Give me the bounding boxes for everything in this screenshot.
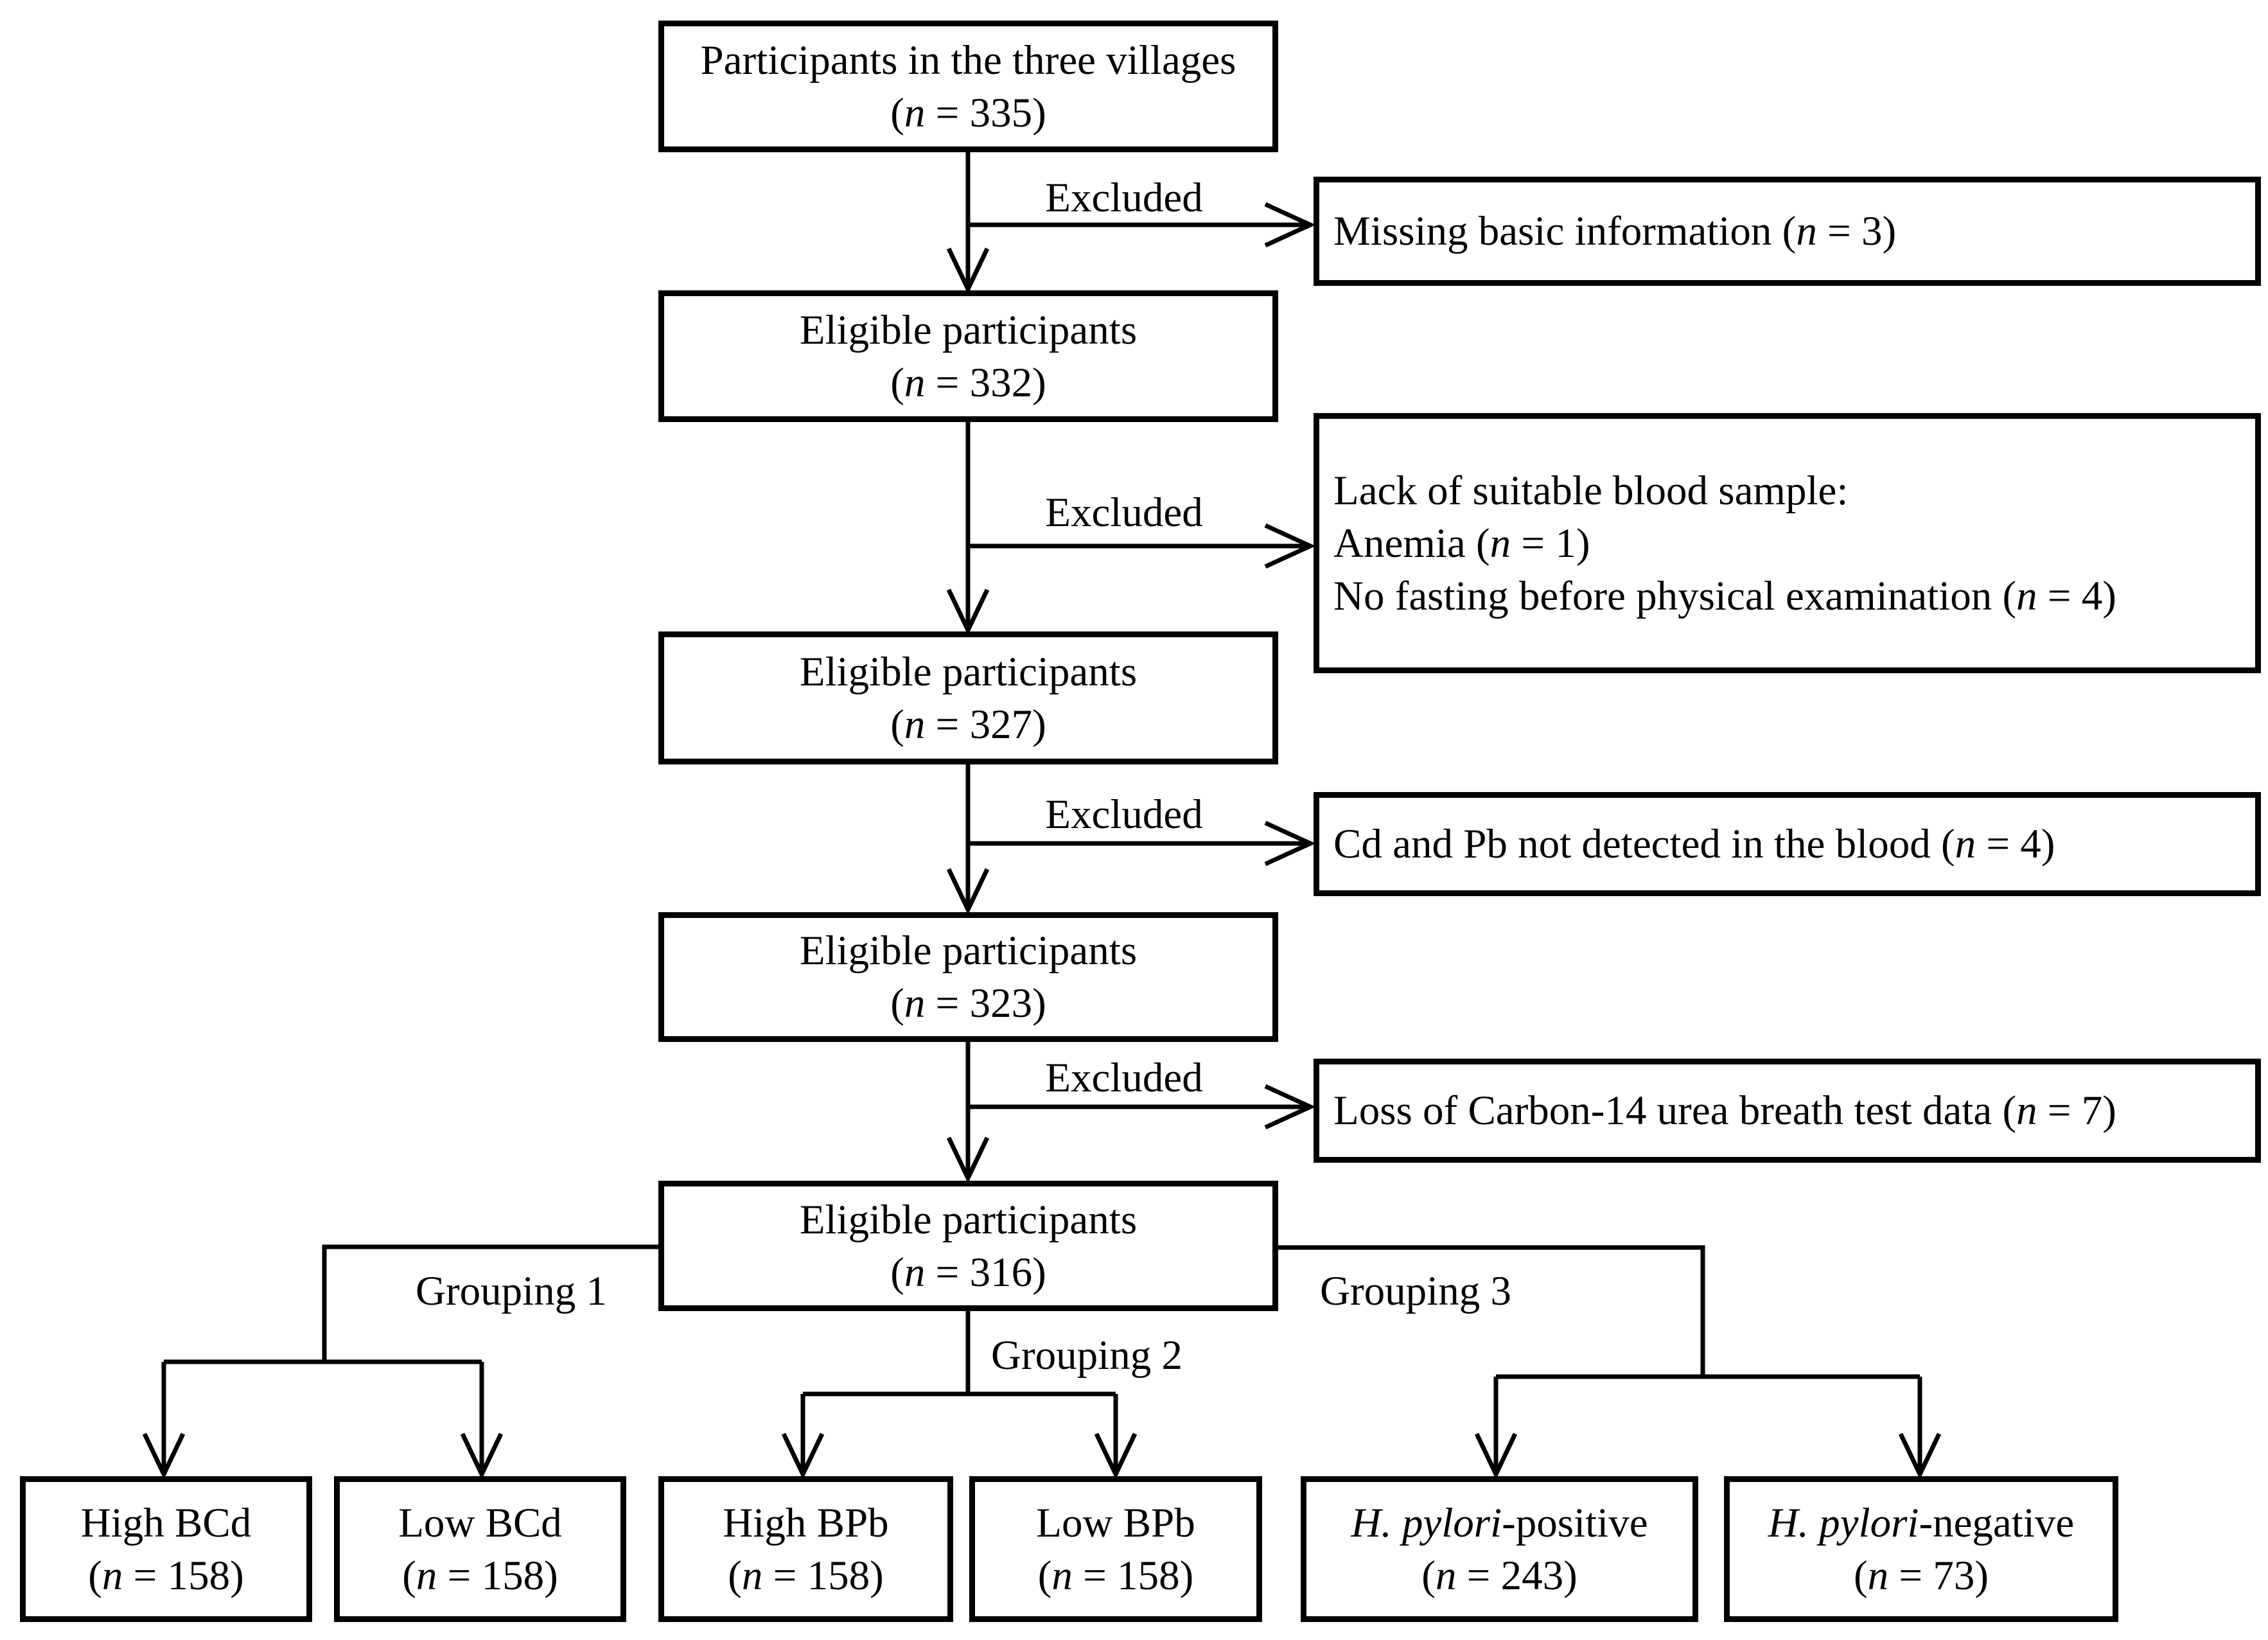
box-excluded-missing-info: Missing basic information (n = 3) xyxy=(1314,177,2261,286)
box-low-bcd: Low BCd (n = 158) xyxy=(334,1476,626,1622)
box-count: (n = 335) xyxy=(890,89,1046,136)
box-count: (n = 323) xyxy=(890,980,1046,1027)
box-line: Missing basic information (n = 3) xyxy=(1333,208,1897,254)
box-eligible-316: Eligible participants (n = 316) xyxy=(658,1181,1278,1311)
arrow-excluded-1 xyxy=(968,202,1316,248)
box-count: (n = 332) xyxy=(890,359,1046,406)
box-count: (n = 158) xyxy=(1037,1552,1194,1599)
box-count: (n = 327) xyxy=(890,701,1046,748)
box-hpylori-positive: H. pylori-positive (n = 243) xyxy=(1301,1476,1698,1622)
box-hpylori-negative: H. pylori-negative (n = 73) xyxy=(1724,1476,2118,1622)
box-line: Eligible participants xyxy=(799,1196,1138,1243)
label-grouping-2: Grouping 2 xyxy=(991,1332,1182,1379)
box-line: H. pylori-negative xyxy=(1768,1499,2075,1546)
box-line: Participants in the three villages xyxy=(700,37,1236,84)
label-excluded-4: Excluded xyxy=(1045,1055,1203,1101)
label-grouping-3: Grouping 3 xyxy=(1320,1268,1511,1314)
box-line: Eligible participants xyxy=(799,306,1138,353)
label-grouping-1: Grouping 1 xyxy=(416,1268,607,1314)
box-line: Anemia (n = 1) xyxy=(1333,520,1590,567)
box-line: H. pylori-positive xyxy=(1351,1499,1648,1546)
arrow-spine-2 xyxy=(946,422,990,636)
box-line: Low BPb xyxy=(1036,1499,1195,1546)
box-participants-total: Participants in the three villages (n = … xyxy=(658,21,1278,152)
arrow-excluded-4 xyxy=(968,1084,1316,1130)
box-excluded-carbon14: Loss of Carbon-14 urea breath test data … xyxy=(1314,1059,2261,1163)
box-count: (n = 158) xyxy=(88,1552,244,1599)
box-line: Lack of suitable blood sample: xyxy=(1333,467,1849,514)
box-excluded-cd-pb: Cd and Pb not detected in the blood (n =… xyxy=(1314,792,2261,896)
arrow-spine-1 xyxy=(946,152,990,295)
box-line: Eligible participants xyxy=(799,928,1138,974)
box-line: High BPb xyxy=(723,1499,889,1546)
box-line: Low BCd xyxy=(398,1499,562,1546)
box-eligible-327: Eligible participants (n = 327) xyxy=(658,631,1278,764)
box-eligible-323: Eligible participants (n = 323) xyxy=(658,912,1278,1042)
box-line: Cd and Pb not detected in the blood (n =… xyxy=(1333,821,2055,867)
box-line: Eligible participants xyxy=(799,648,1138,695)
box-eligible-332: Eligible participants (n = 332) xyxy=(658,290,1278,422)
box-excluded-blood-sample: Lack of suitable blood sample: Anemia (n… xyxy=(1314,413,2261,673)
branch-grouping-2 xyxy=(781,1311,1138,1480)
box-high-bpb: High BPb (n = 158) xyxy=(658,1476,953,1622)
label-excluded-3: Excluded xyxy=(1045,791,1203,838)
box-count: (n = 73) xyxy=(1854,1552,1989,1599)
box-low-bpb: Low BPb (n = 158) xyxy=(969,1476,1262,1622)
branch-grouping-3 xyxy=(1278,1245,1942,1480)
box-line: High BCd xyxy=(80,1499,252,1546)
box-line: No fasting before physical examination (… xyxy=(1333,572,2116,619)
box-line: Loss of Carbon-14 urea breath test data … xyxy=(1333,1088,2116,1134)
branch-grouping-1 xyxy=(142,1244,658,1480)
arrow-excluded-3 xyxy=(968,820,1316,867)
box-count: (n = 243) xyxy=(1421,1552,1578,1599)
arrow-excluded-2 xyxy=(968,523,1316,569)
arrow-spine-4 xyxy=(946,1042,990,1184)
box-high-bcd: High BCd (n = 158) xyxy=(20,1476,312,1622)
label-excluded-1: Excluded xyxy=(1045,175,1203,221)
box-count: (n = 316) xyxy=(890,1249,1046,1296)
box-count: (n = 158) xyxy=(728,1552,884,1599)
arrow-spine-3 xyxy=(946,764,990,915)
label-excluded-2: Excluded xyxy=(1045,489,1203,536)
box-count: (n = 158) xyxy=(402,1552,558,1599)
